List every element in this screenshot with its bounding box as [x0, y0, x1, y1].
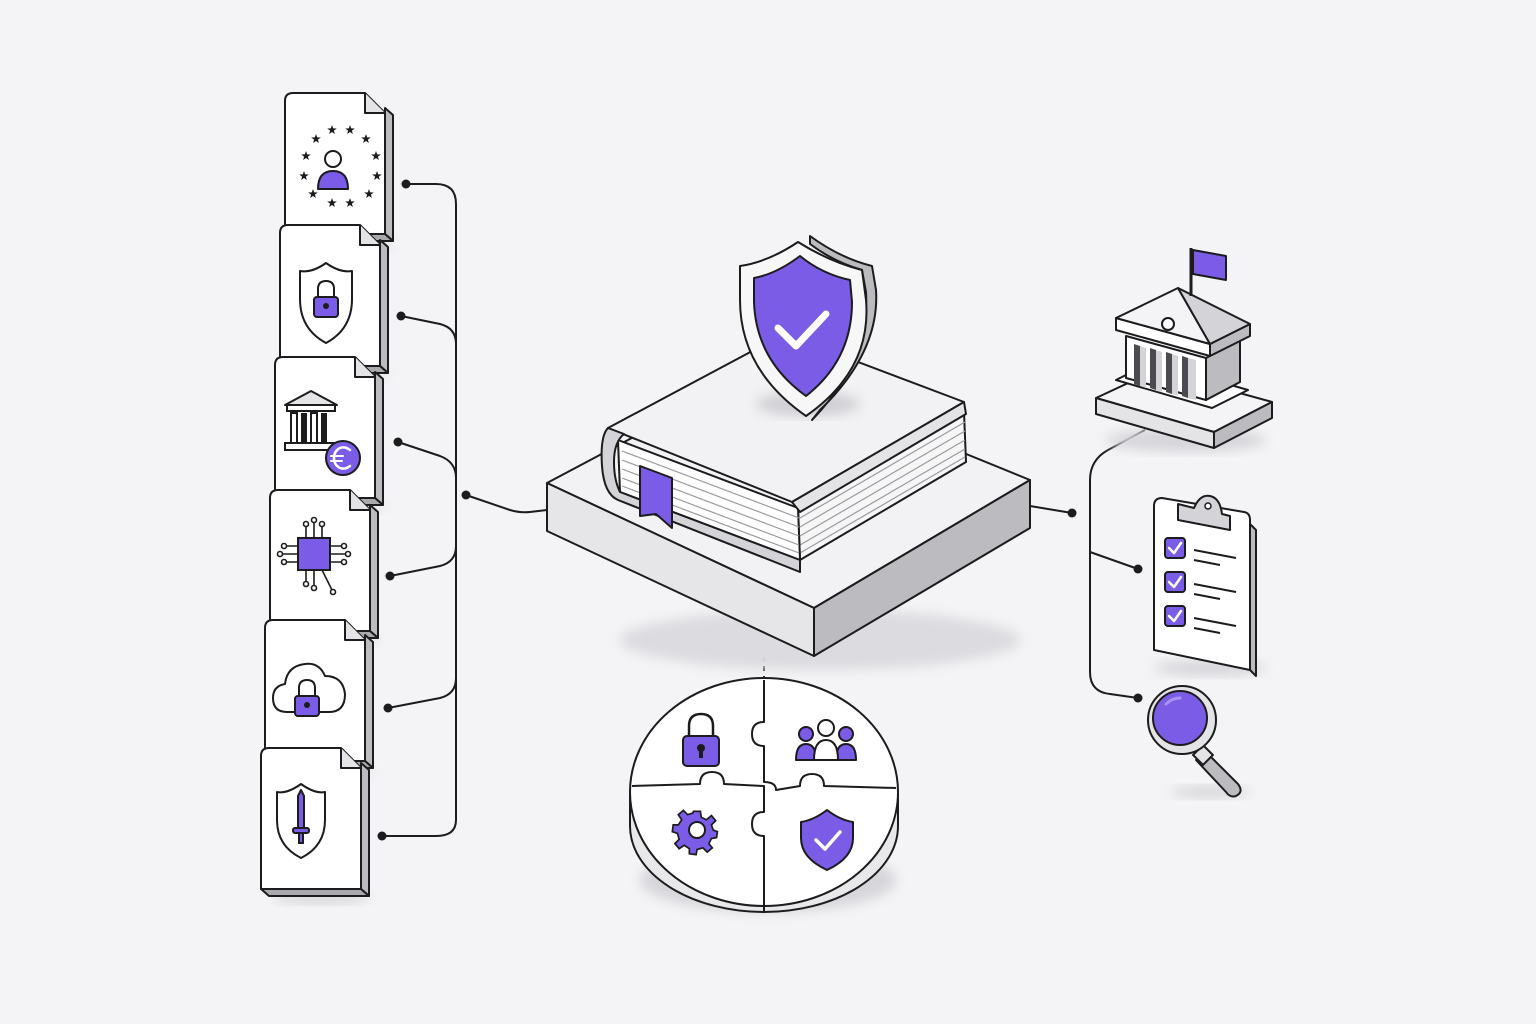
people-group-icon — [795, 719, 857, 761]
bank-euro-icon — [284, 390, 361, 476]
checklist-clipboard-icon[interactable] — [1153, 494, 1266, 677]
rulebook — [600, 333, 967, 573]
magnifier-icon[interactable] — [1147, 685, 1250, 798]
padlock-icon — [682, 712, 720, 767]
shield-sword-icon — [276, 783, 326, 859]
cloud-lock-icon — [272, 662, 346, 717]
gear-icon — [671, 809, 719, 856]
shield-lock-icon — [299, 262, 353, 344]
connector-lines — [382, 183, 1146, 837]
eu-stars-person-icon — [299, 125, 382, 207]
puzzle-disc — [629, 677, 899, 913]
document-card-3[interactable] — [274, 356, 384, 513]
government-building-flag-icon[interactable] — [1095, 248, 1273, 452]
bookmark-ribbon — [639, 465, 673, 529]
shield-check-small-icon — [800, 809, 854, 871]
connector-dots — [377, 179, 1143, 841]
shield-check-icon — [739, 235, 878, 421]
microchip-icon — [276, 516, 352, 596]
document-card-6[interactable] — [260, 747, 370, 904]
checklist-items — [1164, 537, 1237, 634]
